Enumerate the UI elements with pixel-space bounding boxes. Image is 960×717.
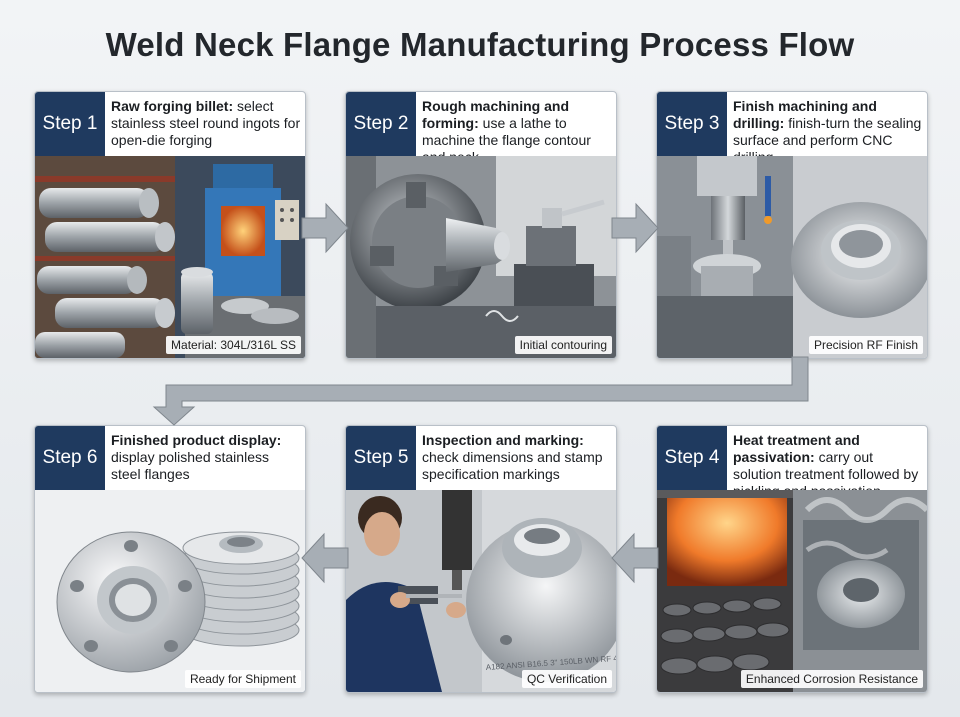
step-4-heading: Heat treatment and passivation:: [733, 432, 860, 465]
step-5-description: Inspection and marking: check dimensions…: [422, 432, 612, 483]
step-2-description: Rough machining and forming: use a lathe…: [422, 98, 612, 166]
step-5-card: Step 5 Inspection and marking: check dim…: [345, 425, 617, 693]
step-1-heading: Raw forging billet:: [111, 98, 234, 114]
step-6-caption: Ready for Shipment: [184, 670, 301, 688]
step-4-card: Step 4 Heat treatment and passivation: c…: [656, 425, 928, 693]
step-6-text: display polished stainless steel flanges: [111, 449, 269, 482]
arrow-step2-to-step3: [611, 202, 659, 254]
step-4-photo: Enhanced Corrosion Resistance: [657, 490, 927, 692]
step-1-card: Step 1 Raw forging billet: select stainl…: [34, 91, 306, 359]
step-1-caption: Material: 304L/316L SS: [166, 336, 301, 354]
step-3-description: Finish machining and drilling: finish-tu…: [733, 98, 923, 166]
diagram-title: Weld Neck Flange Manufacturing Process F…: [105, 26, 855, 63]
step-2-photo: Initial contouring: [346, 156, 616, 358]
step-3-caption: Precision RF Finish: [808, 336, 923, 354]
step-1-badge: Step 1: [35, 92, 105, 156]
step-4-badge: Step 4: [657, 426, 727, 490]
step-5-heading: Inspection and marking:: [422, 432, 584, 448]
arrow-step1-to-step2: [301, 202, 349, 254]
step-6-heading: Finished product display:: [111, 432, 282, 448]
step-5-photo: A182 ANSI B16.5 3" 150LB WN RF 40 S 304 …: [346, 490, 616, 692]
arrow-step3-to-step6: [152, 356, 809, 426]
step-5-caption: QC Verification: [521, 670, 612, 688]
step-1-text: select stainless steel round ingots for …: [111, 98, 301, 148]
step-6-badge: Step 6: [35, 426, 105, 490]
step-3-photo: Precision RF Finish: [657, 156, 927, 358]
step-3-heading: Finish machining and drilling:: [733, 98, 877, 131]
step-5-text: check dimensions and stamp specification…: [422, 449, 603, 482]
step-2-heading: Rough machining and forming:: [422, 98, 569, 131]
step-6-card: Step 6 Finished product display: display…: [34, 425, 306, 693]
arrow-step4-to-step5: [611, 532, 659, 584]
step-2-caption: Initial contouring: [514, 336, 612, 354]
step-4-caption: Enhanced Corrosion Resistance: [740, 670, 923, 688]
step-2-badge: Step 2: [346, 92, 416, 156]
step-6-photo: Ready for Shipment: [35, 490, 305, 692]
step-2-card: Step 2 Rough machining and forming: use …: [345, 91, 617, 359]
step-3-card: Step 3 Finish machining and drilling: fi…: [656, 91, 928, 359]
step-5-badge: Step 5: [346, 426, 416, 490]
arrow-step5-to-step6: [301, 532, 349, 584]
step-1-photo: Material: 304L/316L SS: [35, 156, 305, 358]
step-3-badge: Step 3: [657, 92, 727, 156]
step-6-description: Finished product display: display polish…: [111, 432, 301, 483]
step-1-description: Raw forging billet: select stainless ste…: [111, 98, 301, 149]
